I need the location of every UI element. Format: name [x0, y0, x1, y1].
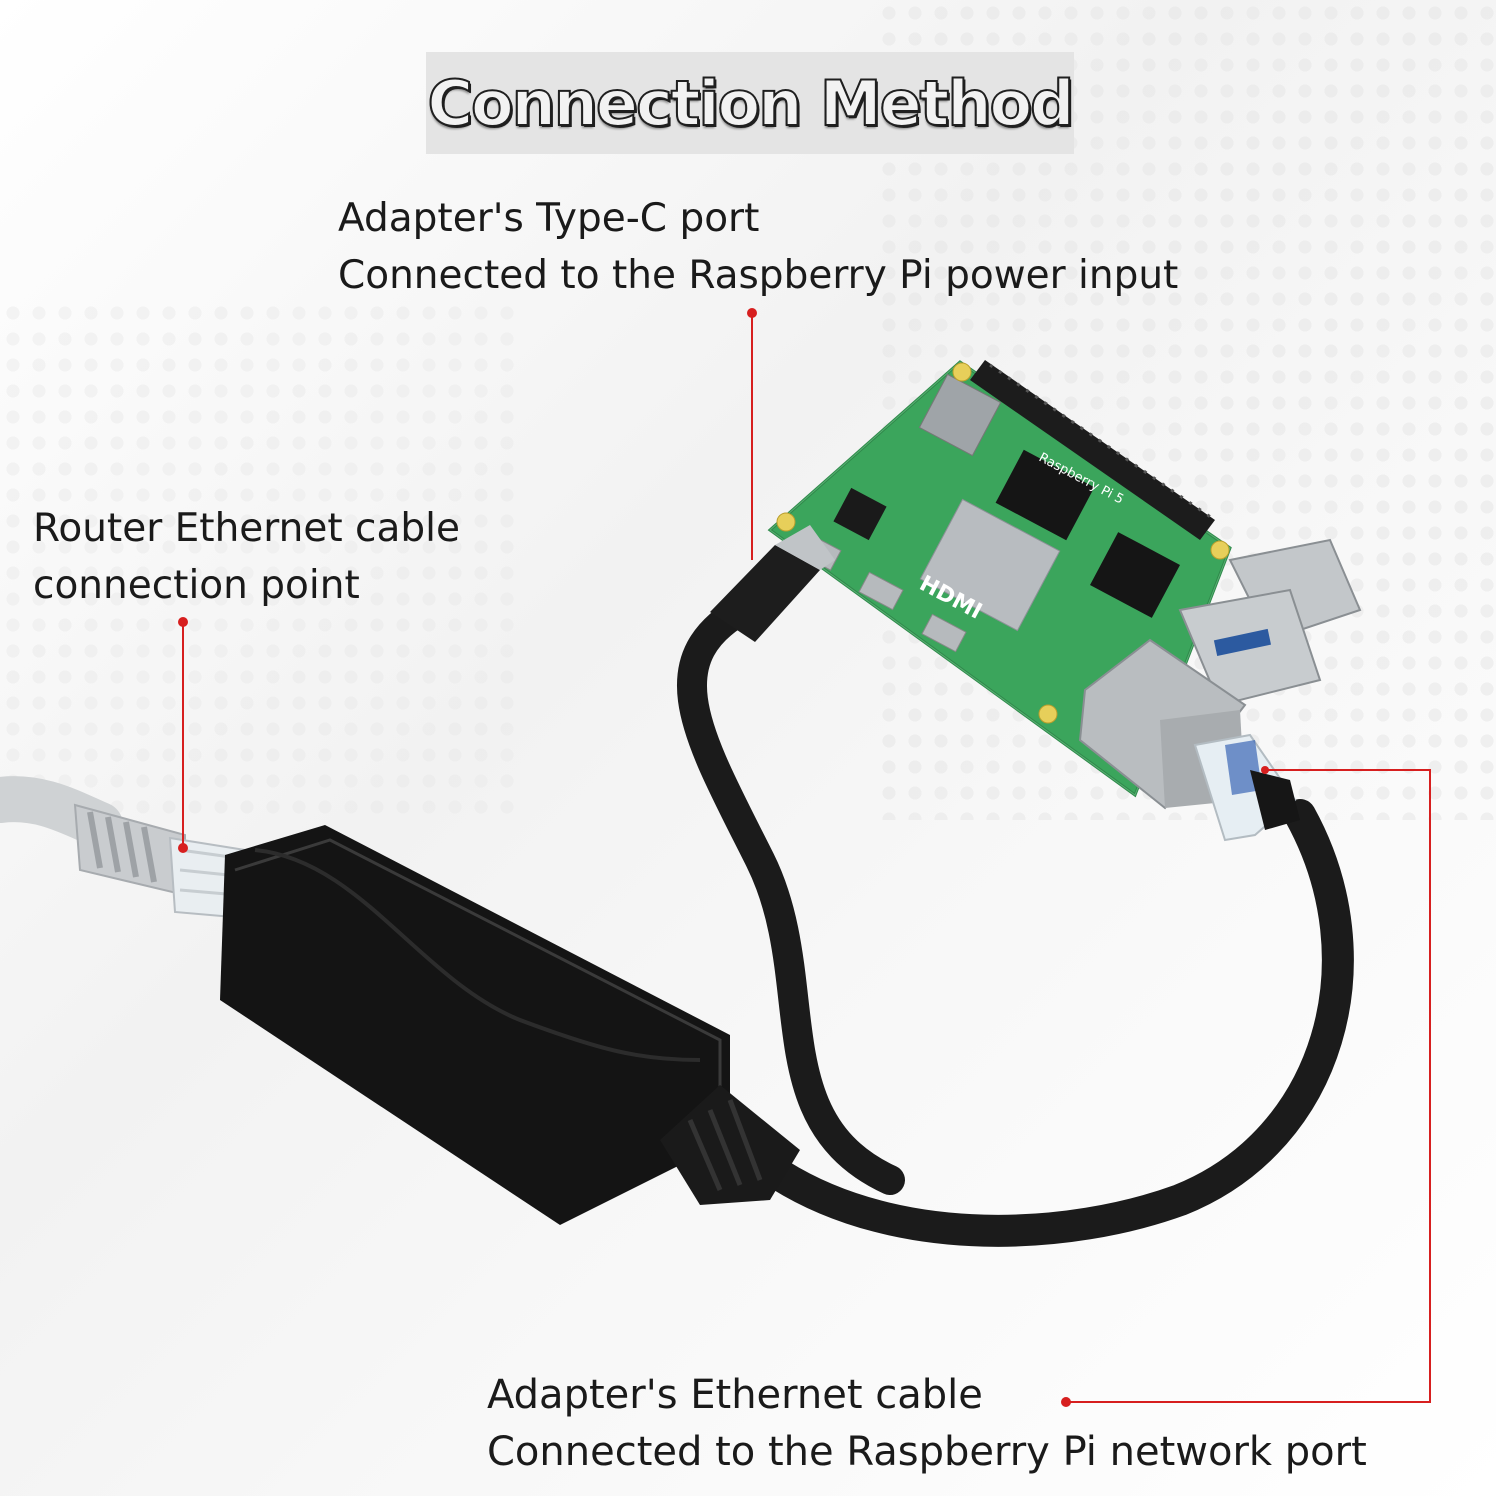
- io-chip: [1090, 532, 1180, 618]
- micro-hdmi-port: [921, 613, 967, 653]
- type-c-cable: [677, 593, 905, 1195]
- gpio-header: [970, 360, 1215, 540]
- adapter-ethernet-callout-text: Adapter's Ethernet cable Connected to th…: [487, 1367, 1367, 1481]
- mounting-hole: [1210, 540, 1230, 560]
- wifi-shield: [918, 373, 1002, 457]
- router-callout-text: Router Ethernet cable connection point: [33, 500, 460, 614]
- adapter-ethernet-callout-line1: Adapter's Ethernet cable: [487, 1372, 983, 1418]
- ethernet-cable: [764, 799, 1354, 1247]
- pmic-chip: [833, 487, 887, 541]
- type-c-plug: [710, 525, 835, 642]
- usb-ports: [1178, 538, 1362, 707]
- background-pattern-left: [0, 300, 520, 820]
- micro-hdmi-port: [858, 571, 904, 611]
- ram-chip: [995, 449, 1095, 541]
- page-title: Connection Method: [427, 66, 1076, 141]
- type-c-callout-text: Adapter's Type-C port Connected to the R…: [338, 190, 1178, 304]
- callout-router: [178, 617, 188, 853]
- callout-type-c: [747, 308, 757, 560]
- mounting-hole: [952, 362, 972, 382]
- raspberry-pi-board: Raspberry Pi 5 HDMI: [767, 360, 1362, 810]
- soc-chip: [919, 498, 1061, 632]
- callout-adapter-ethernet: [1061, 766, 1431, 1407]
- adapter-ethernet-callout-line2: Connected to the Raspberry Pi network po…: [487, 1429, 1367, 1475]
- ethernet-plug: [1193, 733, 1300, 842]
- type-c-callout-line1: Adapter's Type-C port: [338, 196, 760, 241]
- title-banner: Connection Method: [426, 52, 1076, 154]
- type-c-callout-line2: Connected to the Raspberry Pi power inpu…: [338, 253, 1179, 298]
- mounting-hole: [776, 512, 796, 532]
- poe-adapter: [220, 825, 800, 1225]
- router-rj45-plug: [73, 803, 246, 920]
- mounting-hole: [1038, 704, 1058, 724]
- router-callout-line2: connection point: [33, 563, 360, 608]
- router-callout-line1: Router Ethernet cable: [33, 506, 460, 551]
